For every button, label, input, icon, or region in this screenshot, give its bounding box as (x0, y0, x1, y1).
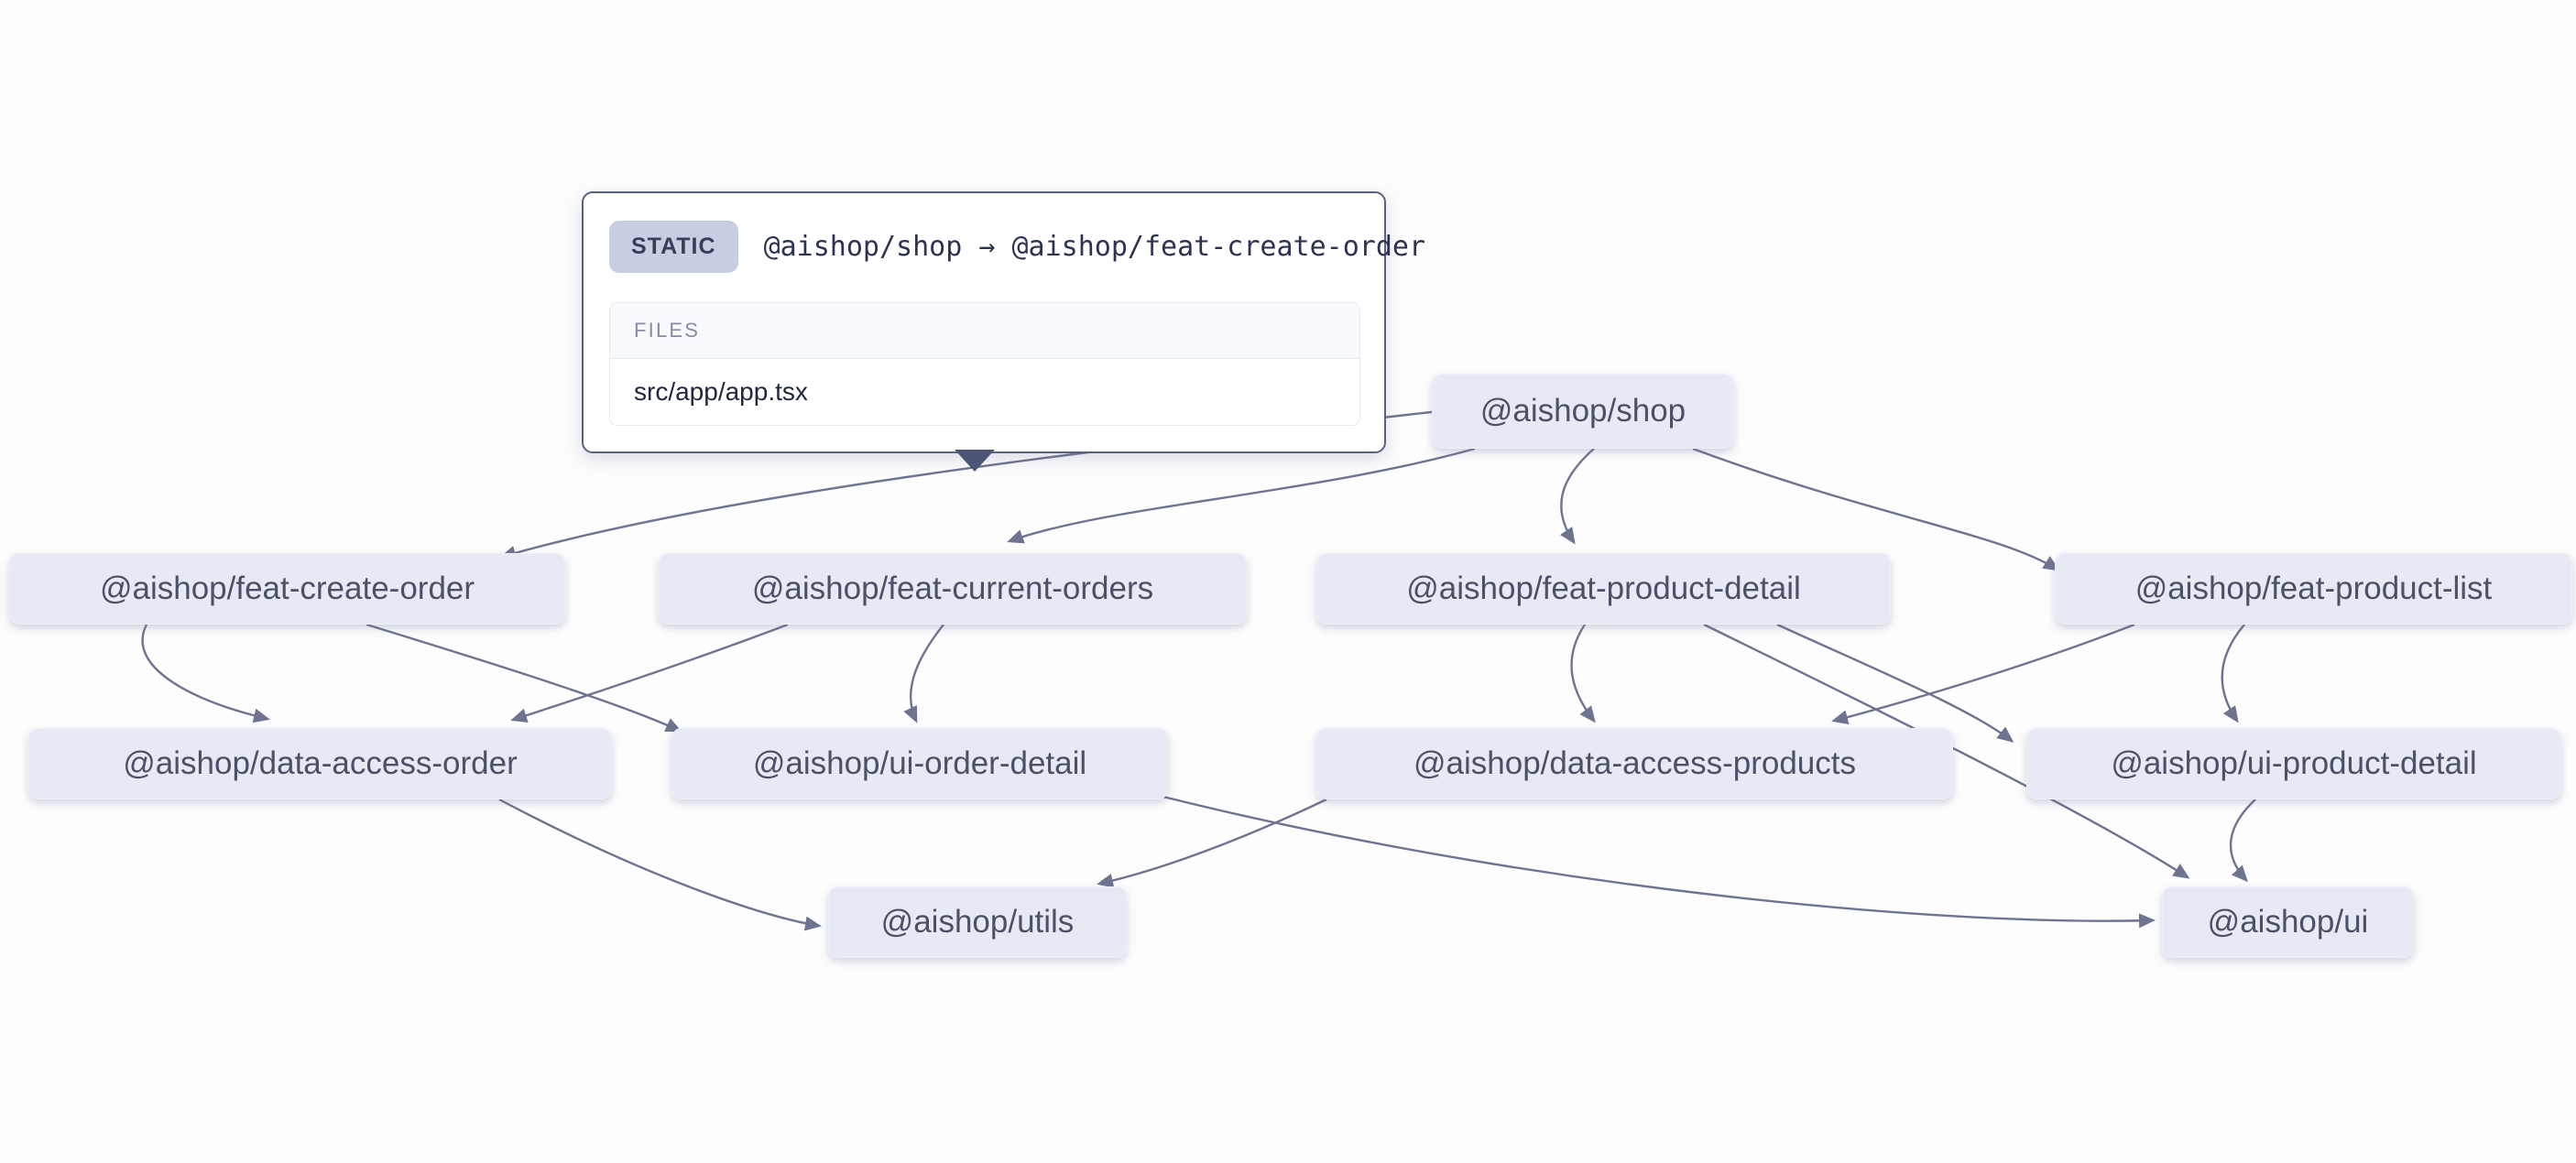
edge-tooltip: STATIC @aishop/shop → @aishop/feat-creat… (582, 191, 1425, 472)
files-section-label: FILES (610, 303, 1359, 359)
graph-edge-feat-create-order-to-data-access-order[interactable] (141, 624, 270, 723)
graph-edge-ui-order-detail-to-ui[interactable] (1162, 795, 2156, 929)
edge-type-badge: STATIC (609, 221, 738, 273)
graph-node-ui-product-detail[interactable]: @aishop/ui-product-detail (2026, 728, 2561, 799)
graph-node-ui[interactable]: @aishop/ui (2162, 886, 2414, 958)
graph-edge-shop-to-feat-current-orders[interactable] (1007, 447, 1476, 544)
tooltip-caret-icon (955, 450, 995, 472)
graph-edge-feat-product-detail-to-data-access-products[interactable] (1570, 624, 1596, 723)
tooltip-header: STATIC @aishop/shop → @aishop/feat-creat… (609, 221, 1425, 273)
graph-node-feat-create-order[interactable]: @aishop/feat-create-order (9, 553, 565, 625)
graph-edge-shop-to-feat-product-detail[interactable] (1559, 448, 1595, 545)
graph-node-feat-product-detail[interactable]: @aishop/feat-product-detail (1316, 553, 1891, 625)
graph-edge-ui-product-detail-to-ui[interactable] (2229, 799, 2256, 883)
graph-edge-shop-to-feat-product-list[interactable] (1692, 447, 2060, 571)
graph-edge-feat-current-orders-to-data-access-order[interactable] (510, 623, 789, 723)
graph-node-data-access-order[interactable]: @aishop/data-access-order (28, 728, 612, 799)
graph-node-shop[interactable]: @aishop/shop (1432, 374, 1734, 449)
graph-edge-data-access-products-to-utils[interactable] (1097, 798, 1327, 888)
graph-edge-feat-product-detail-to-ui[interactable] (1703, 623, 2190, 879)
graph-node-feat-current-orders[interactable]: @aishop/feat-current-orders (659, 553, 1247, 625)
graph-edge-feat-product-list-to-data-access-products[interactable] (1831, 623, 2135, 724)
graph-node-ui-order-detail[interactable]: @aishop/ui-order-detail (671, 728, 1168, 799)
graph-node-feat-product-list[interactable]: @aishop/feat-product-list (2055, 553, 2572, 625)
files-list: src/app/app.tsx (610, 359, 1359, 425)
edges-group (141, 410, 2256, 931)
edge-relation-text: @aishop/shop → @aishop/feat-create-order (763, 231, 1426, 263)
graph-node-data-access-products[interactable]: @aishop/data-access-products (1316, 728, 1953, 799)
graph-edge-feat-product-list-to-ui-product-detail[interactable] (2221, 624, 2245, 723)
files-box: FILES src/app/app.tsx (609, 302, 1360, 426)
graph-edge-data-access-order-to-utils[interactable] (498, 798, 822, 931)
tooltip-file-item: src/app/app.tsx (610, 359, 1359, 425)
graph-edge-feat-current-orders-to-ui-order-detail[interactable] (903, 624, 944, 723)
graph-edge-feat-product-detail-to-ui-product-detail[interactable] (1776, 623, 2014, 743)
graph-node-utils[interactable]: @aishop/utils (828, 886, 1127, 958)
graph-edge-feat-create-order-to-ui-order-detail[interactable] (366, 623, 682, 733)
